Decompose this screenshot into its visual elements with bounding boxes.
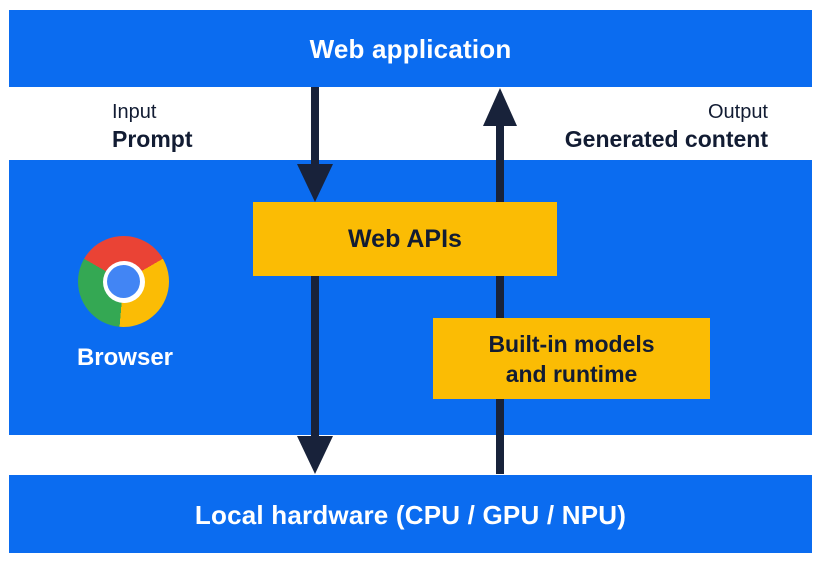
down-arrow-stem-upper [311, 87, 319, 167]
builtin-models-label-line1: Built-in models [488, 330, 655, 357]
chrome-icon-ring [102, 260, 145, 303]
web-apis-box: Web APIs [253, 202, 557, 276]
down-arrow-stem-lower [311, 276, 319, 439]
builtin-models-box: Built-in models and runtime [433, 318, 710, 399]
browser-label: Browser [76, 344, 174, 371]
input-prompt-label: Prompt [112, 126, 193, 152]
local-hardware-bar: Local hardware (CPU / GPU / NPU) [9, 475, 812, 553]
down-arrowhead-upper [297, 164, 333, 202]
up-arrow-stem [496, 122, 504, 474]
output-caption: Output [707, 101, 768, 123]
web-apis-label: Web APIs [348, 224, 462, 253]
web-application-label: Web application [309, 34, 512, 64]
output-caption-block: Output Generated content [565, 99, 768, 153]
chrome-icon-core [107, 265, 140, 298]
input-caption: Input [112, 101, 157, 123]
local-hardware-label: Local hardware (CPU / GPU / NPU) [194, 500, 627, 530]
chrome-icon [78, 236, 169, 327]
down-arrowhead-lower [297, 436, 333, 474]
web-application-bar: Web application [9, 10, 812, 87]
input-caption-block: Input Prompt [112, 99, 193, 153]
builtin-models-label-line2: and runtime [505, 360, 638, 387]
generated-content-label: Generated content [564, 126, 768, 152]
up-arrowhead [483, 88, 517, 126]
